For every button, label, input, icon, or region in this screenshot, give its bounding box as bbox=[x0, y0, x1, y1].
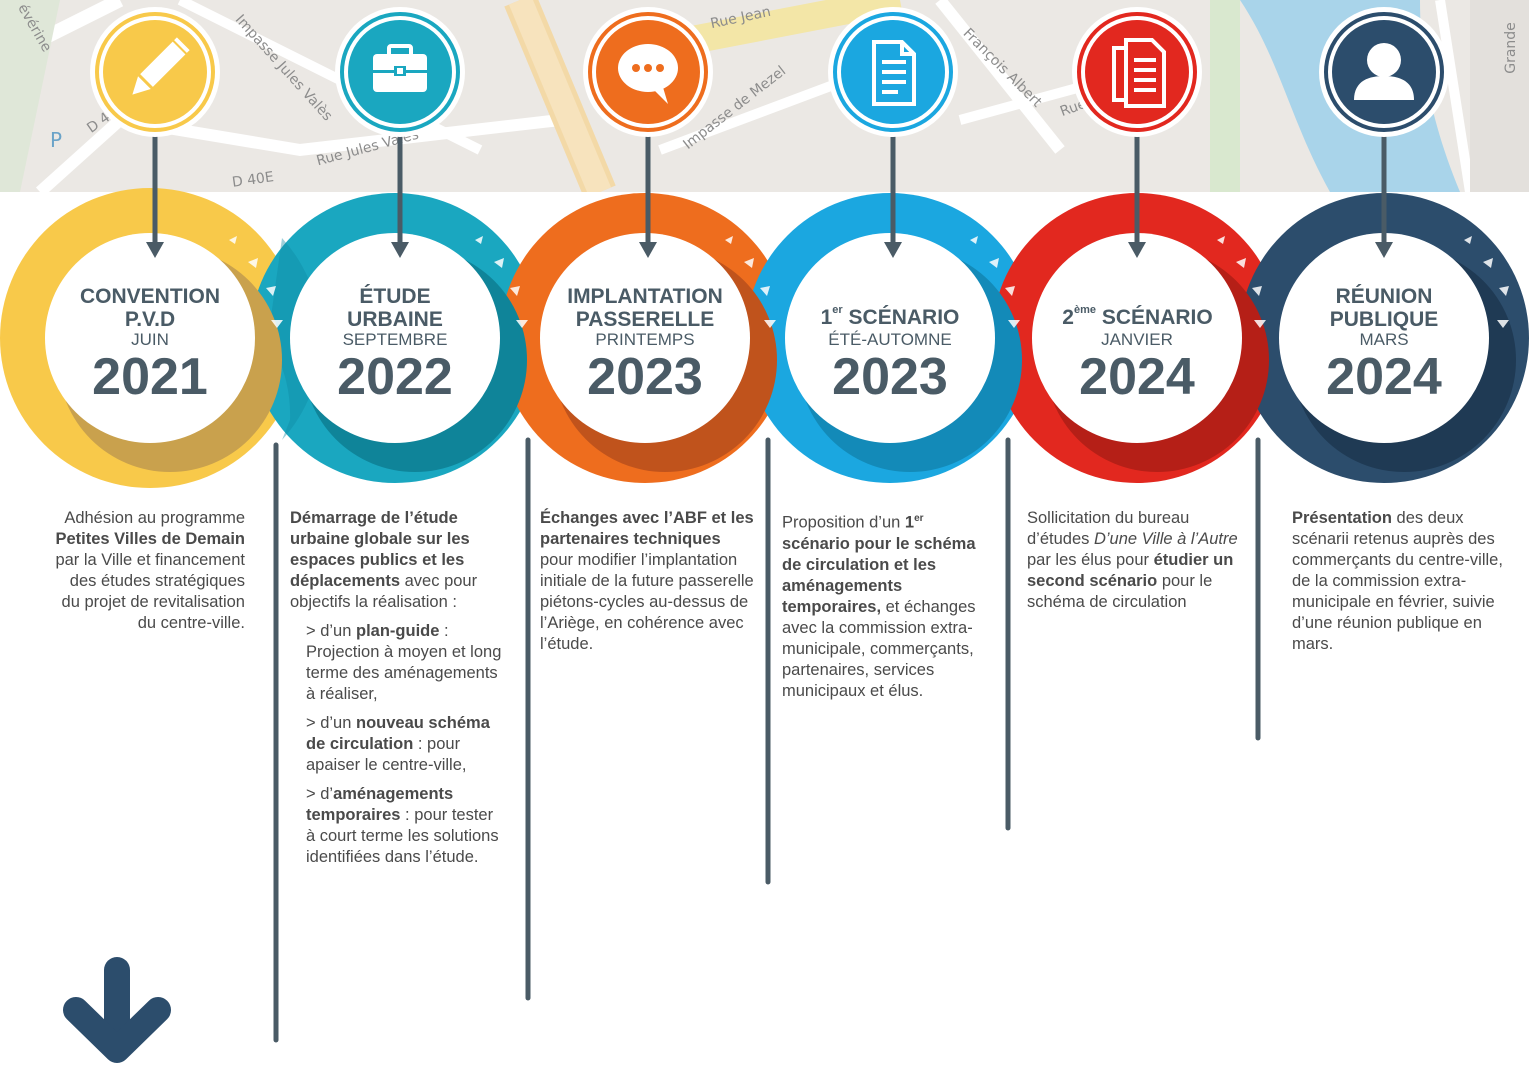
title-line: P.V.D bbox=[124, 308, 176, 331]
stage-description-2024b: Présentation des deux scénarii retenus a… bbox=[1292, 509, 1503, 653]
title-sup: ème bbox=[1073, 304, 1097, 316]
stage-period: PRINTEMPS bbox=[595, 330, 695, 349]
stage-year: 2021 bbox=[92, 348, 208, 406]
title-sup: er bbox=[832, 304, 843, 316]
title-line: IMPLANTATION bbox=[567, 285, 723, 308]
title-line: ÉTUDE bbox=[359, 285, 431, 308]
stage-period: ÉTÉ-AUTOMNE bbox=[828, 330, 952, 349]
stage-period: SEPTEMBRE bbox=[342, 330, 448, 349]
title-main: SCÉNARIO bbox=[842, 306, 960, 329]
stage-period: MARS bbox=[1359, 330, 1409, 349]
stage-description-2023b: Proposition d’un 1er scénario pour le sc… bbox=[782, 513, 976, 700]
stage-title-scenario1: 1er SCÉNARIO bbox=[795, 302, 985, 329]
stage-description-2023a: Échanges avec l’ABF et les partenaires t… bbox=[540, 509, 754, 653]
title-line: PASSERELLE bbox=[575, 308, 715, 331]
title-line: PUBLIQUE bbox=[1329, 308, 1439, 331]
title-prefix: 1 bbox=[820, 306, 833, 329]
pencil-icon bbox=[132, 37, 190, 95]
stage-title-passerelle: IMPLANTATION PASSERELLE bbox=[545, 285, 745, 331]
title-line: RÉUNION bbox=[1335, 285, 1433, 308]
title-line: CONVENTION bbox=[79, 285, 220, 308]
arrow-down-icon bbox=[63, 957, 171, 1063]
stage-year: 2024 bbox=[1079, 348, 1195, 406]
stage-period: JANVIER bbox=[1101, 330, 1173, 349]
icon-circles bbox=[90, 7, 1449, 137]
stage-description-2022: Démarrage de l’étude urbaine globale sur… bbox=[290, 509, 502, 866]
parking-icon: P bbox=[50, 128, 63, 152]
stage-year: 2023 bbox=[832, 348, 948, 406]
document-icon bbox=[872, 40, 916, 106]
stage-title-reunion: RÉUNION PUBLIQUE bbox=[1294, 285, 1474, 331]
stage-period: JUIN bbox=[131, 330, 169, 349]
stage-description-2024a: Sollicitation du bureau d’études D’une V… bbox=[1027, 509, 1238, 611]
briefcase-icon bbox=[373, 44, 427, 92]
title-main: SCÉNARIO bbox=[1096, 306, 1213, 329]
stage-year: 2022 bbox=[337, 348, 453, 406]
stage-description-2021: Adhésion au programme Petites Villes de … bbox=[55, 509, 245, 632]
title-line: URBAINE bbox=[347, 308, 443, 331]
documents-stack-icon bbox=[1112, 38, 1166, 108]
stage-year: 2023 bbox=[587, 348, 703, 406]
stage-title-convention: CONVENTION P.V.D bbox=[60, 285, 240, 331]
stage-title-etude: ÉTUDE URBAINE bbox=[305, 285, 485, 331]
title-prefix: 2 bbox=[1062, 306, 1074, 329]
stage-title-scenario2: 2ème SCÉNARIO bbox=[1040, 302, 1235, 329]
stage-year: 2024 bbox=[1326, 348, 1442, 406]
person-icon bbox=[1354, 43, 1414, 100]
speech-bubble-icon bbox=[618, 44, 678, 104]
